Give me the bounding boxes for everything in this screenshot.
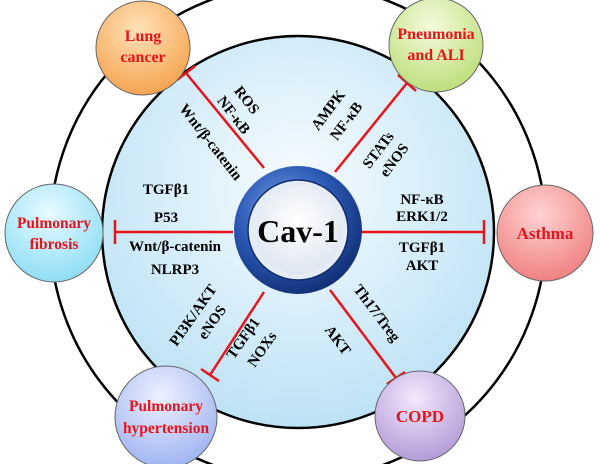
disease-asthma: Asthma	[496, 184, 594, 282]
disease-label: Lung	[125, 28, 161, 45]
cav1-label: Cav-1	[257, 213, 339, 249]
inhibition-line-copd	[329, 289, 397, 379]
disease-label: COPD	[396, 407, 444, 426]
disease-pulmonary-fibrosis: Pulmonary fibrosis	[4, 183, 104, 283]
disease-pneumonia-ali: Pneumonia and ALI	[388, 0, 484, 93]
disease-label: Pulmonary	[17, 215, 91, 232]
pathway-label: TGFβ1	[399, 240, 445, 256]
pathway-label: NF-κB	[400, 192, 443, 208]
inhibition-bar-pneumonia	[397, 74, 417, 92]
pathway-label: Wnt/β-catenin	[129, 239, 222, 255]
inhibition-bar-hypertension	[200, 367, 220, 383]
disease-label: fibrosis	[30, 236, 79, 253]
pathway-label: P53	[154, 210, 178, 226]
inhibition-line-lung-cancer	[185, 72, 265, 169]
disease-copd: COPD	[374, 370, 466, 462]
disease-pulmonary-hypertension: Pulmonary hypertension	[114, 365, 218, 464]
disease-label: cancer	[120, 49, 165, 66]
cav1-hub-core	[254, 186, 342, 274]
disease-lung-cancer: Lung cancer	[95, 0, 191, 96]
pathways-pulmonary-fibrosis: TGFβ1 P53 Wnt/β-catenin NLRP3	[129, 182, 222, 278]
disease-label: and ALI	[407, 47, 464, 64]
disease-label: hypertension	[123, 420, 210, 437]
pathway-label: AKT	[406, 258, 439, 274]
disease-label: Asthma	[517, 224, 574, 243]
pathway-label: NLRP3	[151, 262, 199, 278]
inhibition-line-pneumonia	[334, 82, 408, 173]
disease-label: Pulmonary	[129, 398, 203, 415]
disease-label: Pneumonia	[397, 26, 474, 43]
pathway-label: TGFβ1	[143, 182, 189, 198]
pathways-asthma: NF-κB ERK1/2 TGFβ1 AKT	[396, 192, 448, 274]
pathway-label: ERK1/2	[396, 209, 448, 225]
inhibition-line-hypertension	[208, 291, 266, 376]
